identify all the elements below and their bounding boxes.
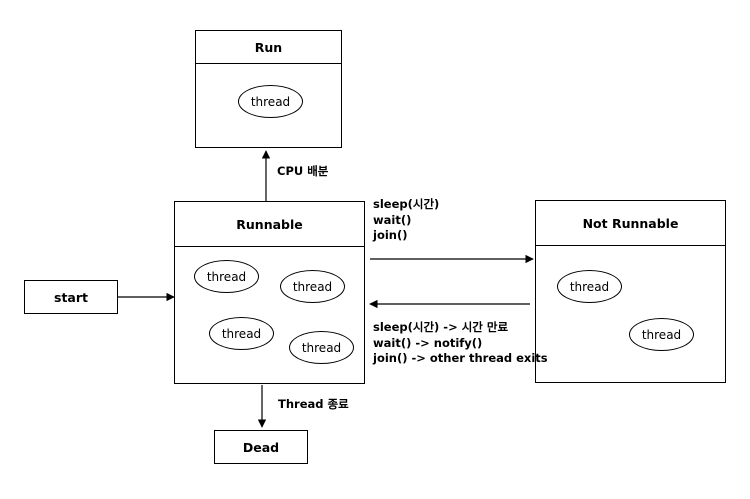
label-line: wait() xyxy=(373,212,412,227)
start-box: start xyxy=(24,280,118,314)
thread-ellipse: thread xyxy=(289,331,354,364)
thread-ellipse: thread xyxy=(557,270,622,303)
run-state-box: Run thread xyxy=(195,30,342,148)
label-line: join() xyxy=(373,228,408,242)
not-runnable-state-box: Not Runnable thread thread xyxy=(535,200,726,383)
thread-ellipse: thread xyxy=(238,85,303,118)
runnable-state-title: Runnable xyxy=(175,202,364,247)
not-runnable-state-title: Not Runnable xyxy=(536,201,725,246)
thread-terminate-label: Thread 종료 xyxy=(278,397,349,411)
label-line: sleep(시간) xyxy=(373,197,440,211)
to-not-runnable-label: sleep(시간) wait() join() xyxy=(373,197,439,244)
runnable-state-box: Runnable thread thread thread thread xyxy=(174,201,365,384)
cpu-allocation-label: CPU 배분 xyxy=(277,164,329,178)
run-state-title: Run xyxy=(196,31,341,64)
label-line: wait() -> notify() xyxy=(373,335,483,350)
thread-ellipse: thread xyxy=(194,260,259,293)
thread-ellipse: thread xyxy=(629,318,694,351)
dead-state-box: Dead xyxy=(214,430,308,464)
label-line: join() -> other thread exits xyxy=(373,351,548,365)
to-runnable-label: sleep(시간) -> 시간 만료 wait() -> notify() jo… xyxy=(373,320,548,367)
thread-ellipse: thread xyxy=(209,317,274,350)
label-line: sleep(시간) -> 시간 만료 xyxy=(373,320,509,334)
thread-ellipse: thread xyxy=(280,270,345,303)
